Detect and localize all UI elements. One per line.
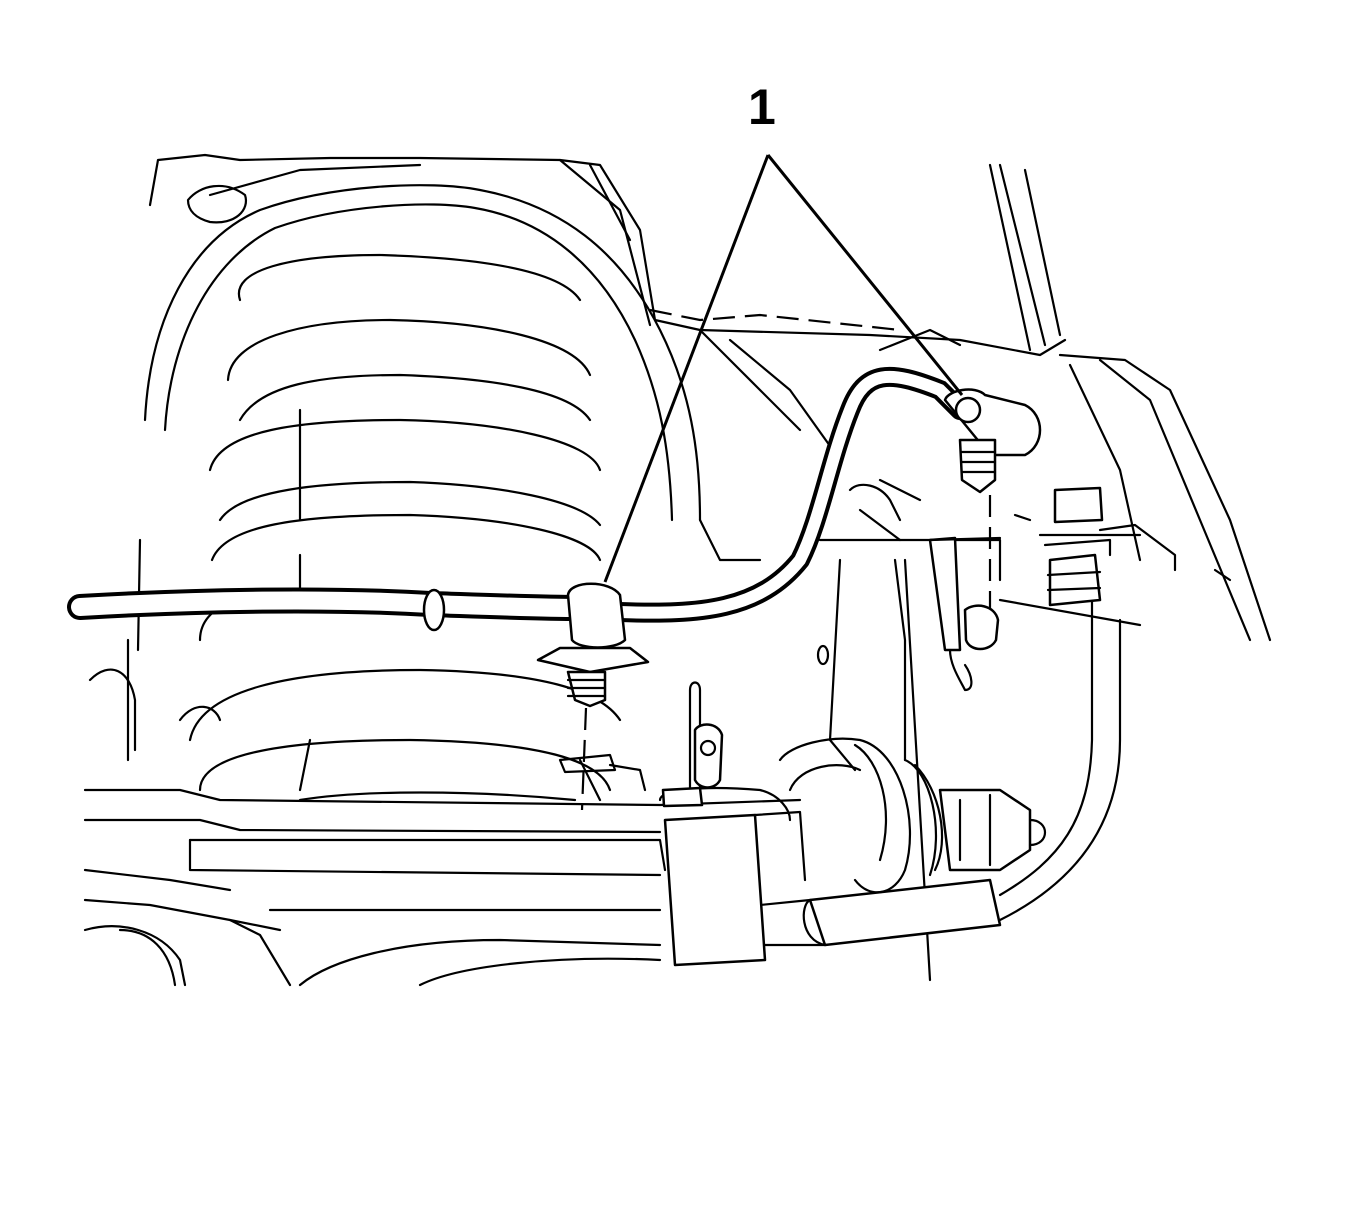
- callout-leaders: [603, 154, 964, 583]
- hose-clip-fastener: [536, 582, 650, 811]
- upper-control-arm: [143, 163, 762, 562]
- callout-label-1: 1: [748, 79, 776, 135]
- stabilizer-bar: [758, 486, 1142, 947]
- wheel-hub: [778, 737, 1046, 894]
- lower-control-arm: [83, 788, 802, 987]
- stabilizer-link-bracket: [658, 681, 807, 967]
- misc-details: [816, 478, 1232, 666]
- shock-absorber: [88, 538, 222, 762]
- hose-end-fitting: [928, 388, 1042, 692]
- brake-hose: [67, 366, 970, 632]
- coil-spring: [188, 253, 622, 802]
